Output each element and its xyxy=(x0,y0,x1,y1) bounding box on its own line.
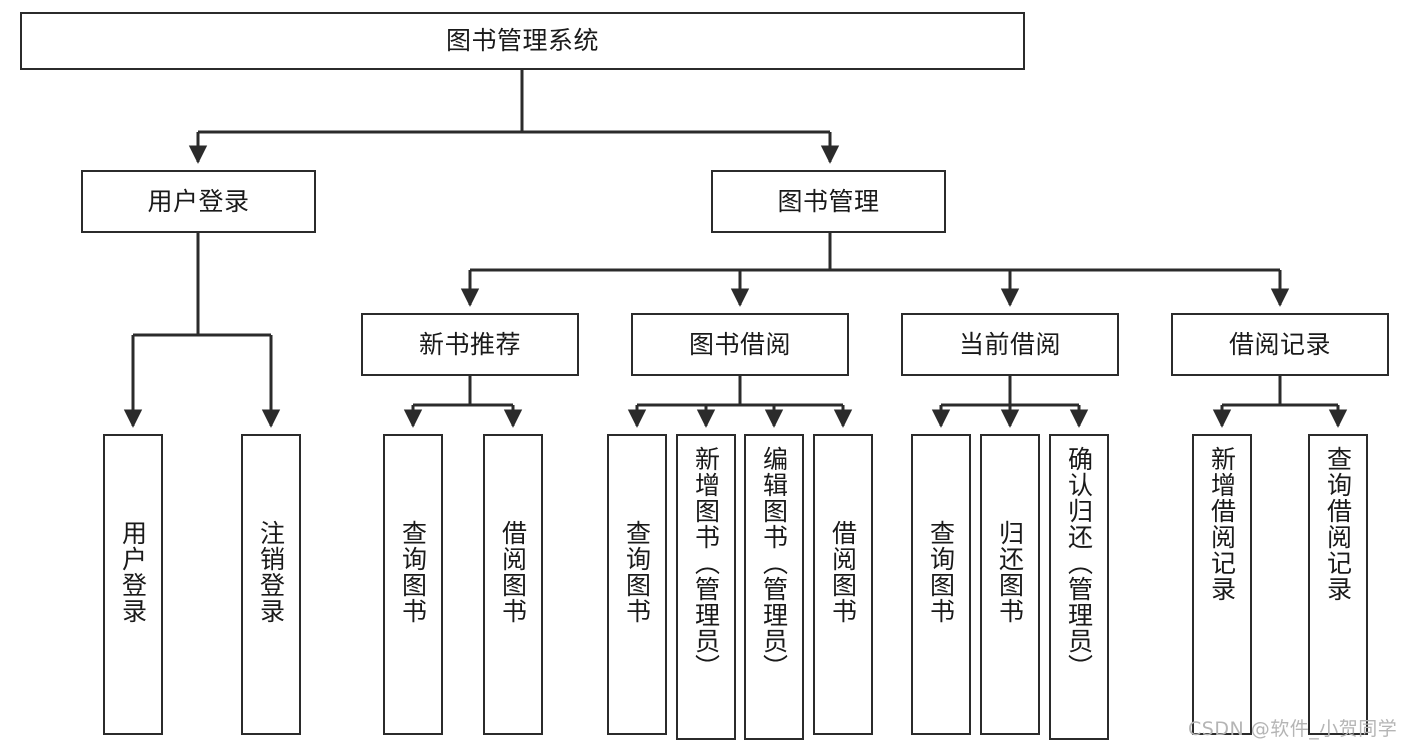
node-label: 查询图书 xyxy=(926,520,956,624)
node-label: 编辑图书（管理员） xyxy=(759,446,789,680)
node-leaf-edit-book-admin[interactable]: 编辑图书（管理员） xyxy=(744,434,804,740)
node-book-management[interactable]: 图书管理 xyxy=(711,170,946,233)
node-leaf-borrow-book-recommend[interactable]: 借阅图书 xyxy=(483,434,543,735)
node-label: 图书借阅 xyxy=(688,329,791,359)
node-user-login[interactable]: 用户登录 xyxy=(81,170,316,233)
node-leaf-logout-login[interactable]: 注销登录 xyxy=(241,434,301,735)
node-root-book-management-system[interactable]: 图书管理系统 xyxy=(20,12,1025,70)
node-label: 归还图书 xyxy=(995,520,1025,624)
node-leaf-return-book[interactable]: 归还图书 xyxy=(980,434,1040,735)
node-label: 注销登录 xyxy=(256,520,286,624)
node-label: 用户登录 xyxy=(118,520,148,624)
node-leaf-query-book-current[interactable]: 查询图书 xyxy=(911,434,971,735)
node-label: 查询借阅记录 xyxy=(1323,446,1353,602)
node-label: 用户登录 xyxy=(147,186,250,216)
node-book-borrow[interactable]: 图书借阅 xyxy=(631,313,849,376)
node-label: 当前借阅 xyxy=(958,329,1061,359)
node-current-borrow[interactable]: 当前借阅 xyxy=(901,313,1119,376)
node-label: 查询图书 xyxy=(622,520,652,624)
node-leaf-query-borrow-record[interactable]: 查询借阅记录 xyxy=(1308,434,1368,735)
node-leaf-borrow-book[interactable]: 借阅图书 xyxy=(813,434,873,735)
node-label: 借阅图书 xyxy=(498,520,528,624)
node-leaf-confirm-return-admin[interactable]: 确认归还（管理员） xyxy=(1049,434,1109,740)
node-label: 确认归还（管理员） xyxy=(1064,446,1094,680)
node-borrow-record[interactable]: 借阅记录 xyxy=(1171,313,1389,376)
node-label: 图书管理 xyxy=(777,186,880,216)
node-leaf-user-login[interactable]: 用户登录 xyxy=(103,434,163,735)
node-label: 查询图书 xyxy=(398,520,428,624)
node-leaf-query-book-recommend[interactable]: 查询图书 xyxy=(383,434,443,735)
node-label: 新增借阅记录 xyxy=(1207,446,1237,602)
node-label: 图书管理系统 xyxy=(445,26,599,56)
node-label: 借阅记录 xyxy=(1228,329,1331,359)
node-leaf-query-book-borrow[interactable]: 查询图书 xyxy=(607,434,667,735)
node-leaf-add-borrow-record[interactable]: 新增借阅记录 xyxy=(1192,434,1252,735)
node-label: 新增图书（管理员） xyxy=(691,446,721,680)
node-label: 新书推荐 xyxy=(418,329,521,359)
node-new-book-recommend[interactable]: 新书推荐 xyxy=(361,313,579,376)
node-label: 借阅图书 xyxy=(828,520,858,624)
csdn-watermark: CSDN @软件_小贺同学 xyxy=(1188,718,1398,740)
node-leaf-add-book-admin[interactable]: 新增图书（管理员） xyxy=(676,434,736,740)
